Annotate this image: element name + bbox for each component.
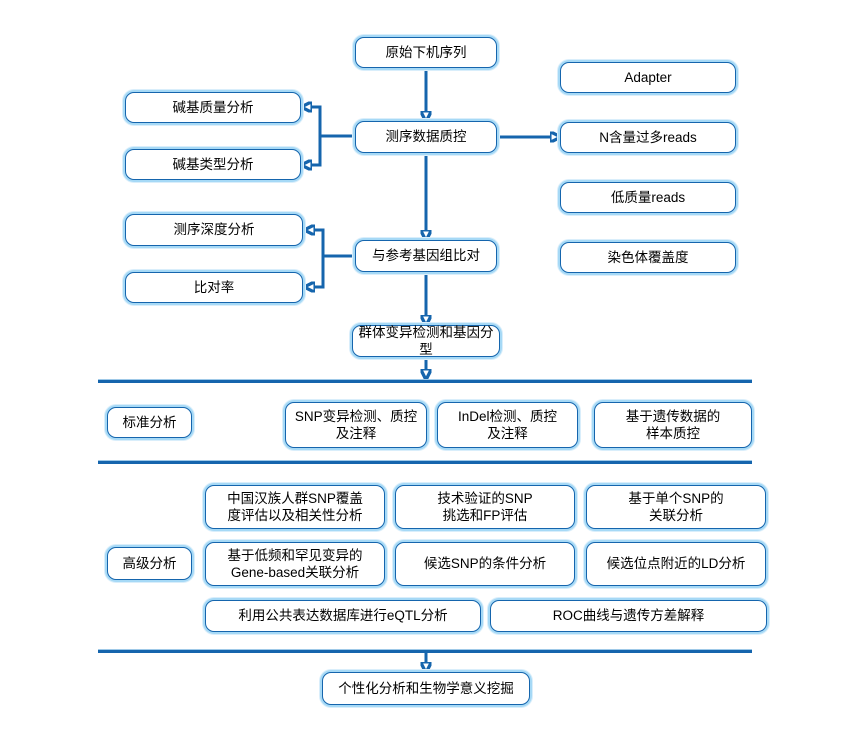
section-label-advanced: 高级分析 <box>107 547 192 580</box>
node-adapter: Adapter <box>560 62 736 93</box>
node-low-quality-reads: 低质量reads <box>560 182 736 213</box>
node-base-type: 碱基类型分析 <box>125 149 301 180</box>
node-gene-based-association: 基于低频和罕见变异的 Gene-based关联分析 <box>205 542 385 586</box>
node-reference-alignment: 与参考基因组比对 <box>355 240 497 272</box>
node-sequencing-qc: 测序数据质控 <box>355 121 497 153</box>
node-validated-snp-fp: 技术验证的SNP 挑选和FP评估 <box>395 485 575 529</box>
divider-advanced-top <box>98 460 752 464</box>
node-variant-genotyping: 群体变异检测和基因分型 <box>352 325 500 357</box>
node-n-rich-reads: N含量过多reads <box>560 122 736 153</box>
connector-align-left-branch <box>321 228 358 289</box>
divider-standard-top <box>98 379 752 383</box>
node-raw-sequence: 原始下机序列 <box>355 37 497 68</box>
node-genetic-sample-qc: 基于遗传数据的 样本质控 <box>594 402 752 448</box>
section-label-standard: 标准分析 <box>107 407 192 438</box>
node-han-snp-coverage: 中国汉族人群SNP覆盖 度评估以及相关性分析 <box>205 485 385 529</box>
node-single-snp-association: 基于单个SNP的 关联分析 <box>586 485 766 529</box>
connector-qc-left-branch <box>318 105 358 167</box>
node-sequencing-depth: 测序深度分析 <box>125 214 303 246</box>
divider-advanced-bottom <box>98 649 752 653</box>
node-base-quality: 碱基质量分析 <box>125 92 301 123</box>
node-chromosome-coverage: 染色体覆盖度 <box>560 242 736 273</box>
node-personalized-analysis: 个性化分析和生物学意义挖掘 <box>322 672 530 705</box>
node-roc-heritability: ROC曲线与遗传方差解释 <box>490 600 767 632</box>
node-indel-detection: InDel检测、质控 及注释 <box>437 402 578 448</box>
node-mapping-rate: 比对率 <box>125 272 303 303</box>
node-eqtl-analysis: 利用公共表达数据库进行eQTL分析 <box>205 600 481 632</box>
node-snp-detection: SNP变异检测、质控 及注释 <box>285 402 427 448</box>
node-candidate-snp-conditional: 候选SNP的条件分析 <box>395 542 575 586</box>
node-ld-analysis: 候选位点附近的LD分析 <box>586 542 766 586</box>
